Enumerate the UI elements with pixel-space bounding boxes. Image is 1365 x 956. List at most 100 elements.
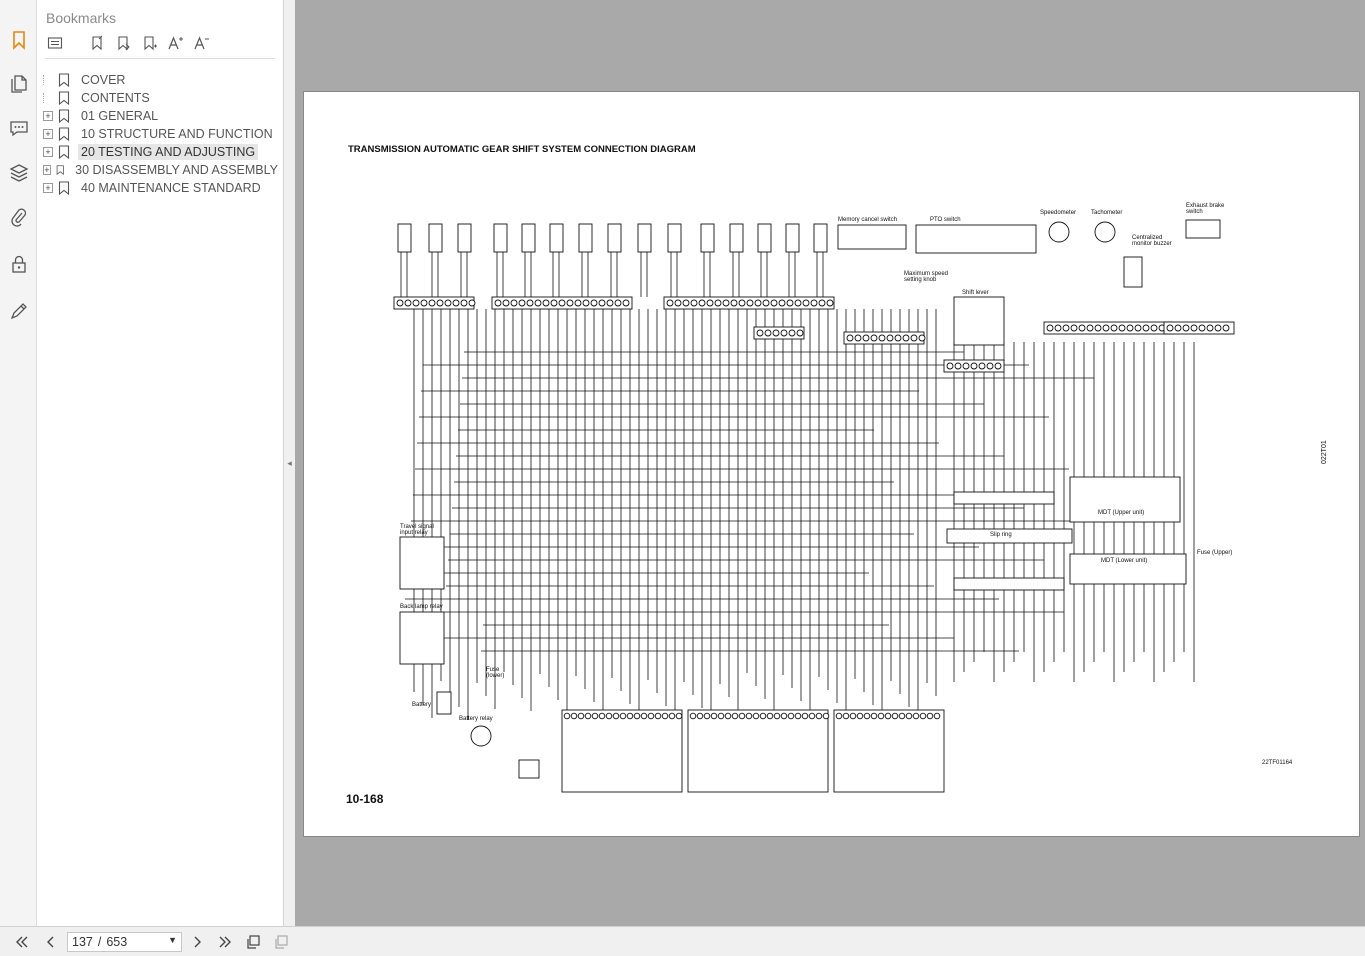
diagram-pin [946,362,954,370]
diagram-pin [1206,324,1214,332]
exhaust-brake-label: Exhaust brake switch [1186,203,1225,215]
diagram-pin [412,299,420,307]
wiring-diagram [393,219,1235,793]
diagram-pin [863,712,871,720]
diagram-pin [444,299,452,307]
total-pages: 653 [106,935,128,949]
diagram-pin [842,712,850,720]
comments-icon[interactable] [5,114,33,142]
diagram-pin [1134,324,1142,332]
expand-bookmark-icon[interactable] [139,33,159,53]
page-separator: / [97,935,102,949]
expand-plus-icon[interactable]: + [43,165,51,175]
diagram-component [953,296,1005,346]
bookmark-label: COVER [81,73,126,87]
bookmark-item[interactable]: +10 STRUCTURE AND FUNCTION [43,125,281,143]
diagram-pin [668,712,676,720]
attachments-icon[interactable] [5,204,33,232]
diagram-pin [764,329,772,337]
security-lock-icon[interactable] [5,250,33,278]
panel-splitter[interactable]: ◂ [284,0,295,926]
diagram-pin [778,299,786,307]
bookmarks-icon[interactable] [5,26,33,54]
diagram-pin [786,299,794,307]
previous-page-icon[interactable] [40,932,62,952]
next-page-icon[interactable] [186,932,208,952]
expand-plus-icon[interactable]: + [43,111,53,121]
diagram-pin [510,299,518,307]
add-child-bookmark-icon[interactable] [113,33,133,53]
first-page-icon[interactable] [11,932,33,952]
expand-plus-icon[interactable]: + [43,183,53,193]
diagram-pin [640,712,648,720]
paste-page-icon[interactable] [270,932,292,952]
bookmark-item[interactable]: +01 GENERAL [43,107,281,125]
diagram-pin [738,299,746,307]
diagram-pin [802,299,810,307]
decrease-text-icon[interactable] [191,33,211,53]
diagram-component [700,223,715,253]
diagram-pin [570,712,578,720]
diagram-pin [978,362,986,370]
fuse-lower-label: Fuse (lower) [486,667,505,679]
diagram-pin [633,712,641,720]
pages-icon[interactable] [5,70,33,98]
bookmark-label: 40 MAINTENANCE STANDARD [81,181,261,195]
memory-cancel-label: Memory cancel switch [838,217,898,223]
diagram-pin [770,299,778,307]
diagram-component [457,223,472,253]
page-number-label: 10-168 [346,792,384,806]
diagram-pin [1166,324,1174,332]
diagram-pin [661,712,669,720]
diagram-pin [558,299,566,307]
diagram-pin [606,299,614,307]
signature-pen-icon[interactable] [5,297,33,325]
diagram-pin [877,712,885,720]
expand-plus-icon[interactable]: + [43,147,53,157]
diagram-component [399,536,445,590]
bookmark-item[interactable]: +40 MAINTENANCE STANDARD [43,179,281,197]
back-lamp-relay-label: Back lamp relay [400,604,443,610]
layers-icon[interactable] [5,159,33,187]
bookmark-item[interactable]: +30 DISASSEMBLY AND ASSEMBLY [43,161,281,179]
diagram-pin [1054,324,1062,332]
last-page-icon[interactable] [214,932,236,952]
bookmark-label: 20 TESTING AND ADJUSTING [78,144,259,160]
diagram-component [521,223,536,253]
diagram-pin [1190,324,1198,332]
diagram-component [729,223,744,253]
bookmark-item[interactable]: +20 TESTING AND ADJUSTING [43,143,281,161]
diagram-pin [808,712,816,720]
diagram-pin [822,712,830,720]
diagram-pin [1094,324,1102,332]
diagram-pin [886,334,894,342]
diagram-pin [717,712,725,720]
diagram-connector [687,709,829,793]
diagram-pin [1110,324,1118,332]
diagram-connector [561,709,683,793]
diagram-pin [577,712,585,720]
page-number-input[interactable]: 137 / 653 ▼ [67,932,182,952]
diagram-pin [1062,324,1070,332]
diagram-pin [856,712,864,720]
diagram-title: TRANSMISSION AUTOMATIC GEAR SHIFT SYSTEM… [348,144,696,155]
bookmark-item[interactable]: COVER [43,71,281,89]
new-bookmark-icon[interactable] [87,33,107,53]
diagram-pin [762,299,770,307]
diagram-pin [682,299,690,307]
bookmark-item[interactable]: CONTENTS [43,89,281,107]
diagram-pin [460,299,468,307]
bookmark-icon [58,181,70,195]
diagram-pin [452,299,460,307]
diagram-pin [654,712,662,720]
centralized-buzzer-label: Centralized monitor buzzer [1132,235,1172,247]
diagram-pin [780,329,788,337]
increase-text-icon[interactable] [165,33,185,53]
panel-title: Bookmarks [46,10,117,26]
copy-page-icon[interactable] [242,932,264,952]
options-menu-icon[interactable] [45,33,65,53]
document-viewport[interactable]: TRANSMISSION AUTOMATIC GEAR SHIFT SYSTEM… [295,0,1365,926]
expand-plus-icon[interactable]: + [43,129,53,139]
diagram-pin [420,299,428,307]
diagram-pin [675,712,683,720]
